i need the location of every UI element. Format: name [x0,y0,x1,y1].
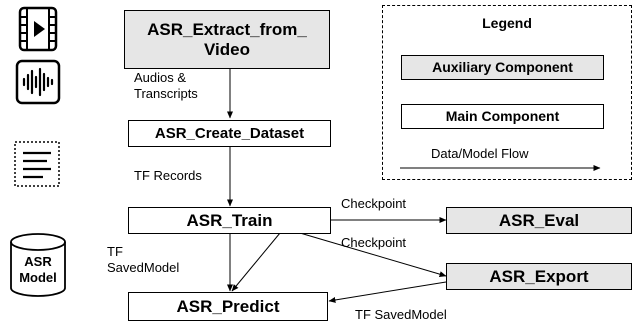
node-asr-extract-from-video: ASR_Extract_from_ Video [124,10,330,69]
node-asr-create-dataset: ASR_Create_Dataset [128,120,331,147]
legend-main-component: Main Component [401,104,604,129]
edge-train-to-predict-diagonal [231,232,281,292]
audio-waveform-icon [14,58,62,111]
legend-title: Legend [482,15,532,31]
label-tf-savedmodel-left: TF SavedModel [107,244,180,276]
video-icon [14,5,62,58]
model-icon-label: ASR Model [19,254,57,286]
edge-train-to-export [299,232,447,278]
label-audios-transcripts: Audios & Transcripts [134,70,198,102]
node-asr-export: ASR_Export [446,263,632,290]
text-lines-icon [13,140,61,193]
label-tf-savedmodel-bottom: TF SavedModel [355,307,447,322]
node-asr-train: ASR_Train [128,207,331,234]
legend-flow-label: Data/Model Flow [431,146,529,161]
label-tf-records: TF Records [134,168,202,183]
database-icon: ASR Model [8,232,68,298]
legend-auxiliary-component: Auxiliary Component [401,55,604,80]
edge-export-to-predict [328,281,447,303]
node-asr-eval: ASR_Eval [446,207,632,234]
node-asr-predict: ASR_Predict [128,292,328,321]
label-checkpoint-export: Checkpoint [341,235,407,250]
legend: Legend Auxiliary Component Main Componen… [382,5,632,180]
label-checkpoint-eval: Checkpoint [341,196,407,211]
